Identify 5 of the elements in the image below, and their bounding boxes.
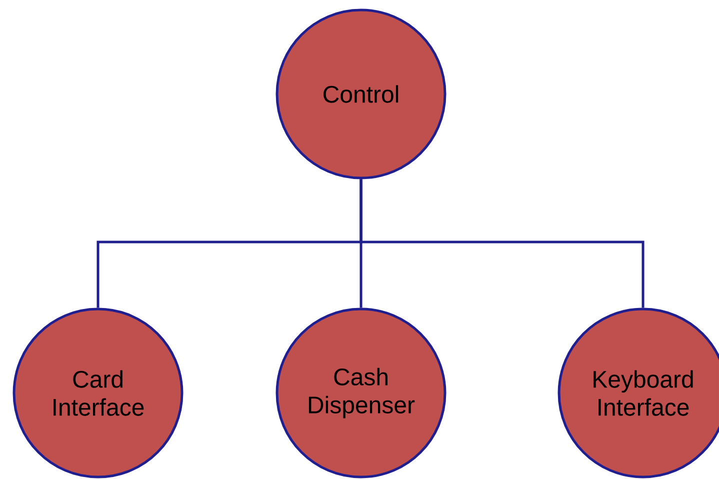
connector-line [360,179,644,308]
circle-node: Card Interface [12,308,184,478]
circle-node: Keyboard Interface [558,308,719,478]
circle-node: Cash Dispenser [276,308,446,478]
circle-node: Control [276,8,446,180]
